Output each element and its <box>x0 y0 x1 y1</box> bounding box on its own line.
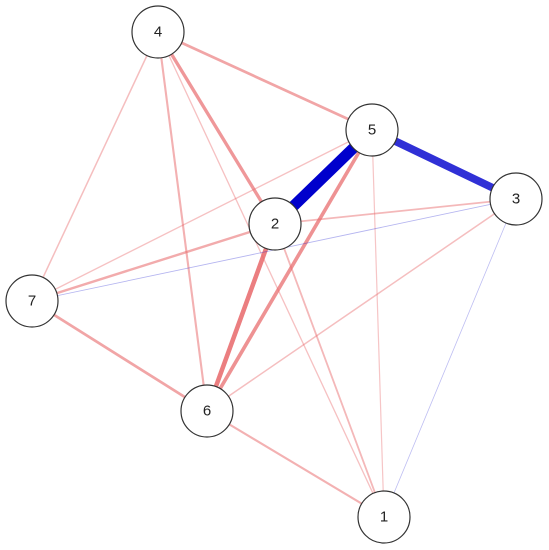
node-5[interactable]: 5 <box>345 103 399 157</box>
edge-4-2 <box>156 30 277 226</box>
node-6-circle <box>180 384 234 438</box>
edge-7-2 <box>30 222 277 303</box>
edge-6-1 <box>205 409 386 519</box>
node-3[interactable]: 3 <box>489 172 543 226</box>
edge-5-6 <box>205 128 374 413</box>
node-3-circle <box>489 172 543 226</box>
node-7-circle <box>5 274 59 328</box>
edge-6-3 <box>206 198 517 412</box>
node-4-label: 4 <box>154 24 162 41</box>
node-7[interactable]: 7 <box>5 274 59 328</box>
node-2-circle <box>248 197 302 251</box>
edge-2-1 <box>274 223 385 518</box>
node-1[interactable]: 1 <box>357 490 411 544</box>
node-6[interactable]: 6 <box>180 384 234 438</box>
nodes-layer: 1 2 3 4 5 6 7 <box>5 5 543 544</box>
node-7-label: 7 <box>28 293 36 310</box>
node-5-circle <box>345 103 399 157</box>
node-4[interactable]: 4 <box>131 5 185 59</box>
node-2-label: 2 <box>271 216 279 233</box>
edge-5-3 <box>368 126 520 203</box>
edge-4-1 <box>157 31 385 518</box>
node-2[interactable]: 2 <box>248 197 302 251</box>
edge-4-6 <box>156 30 209 413</box>
edge-4-5 <box>156 30 374 132</box>
edge-4-7 <box>31 31 159 302</box>
edge-5-1 <box>371 129 385 518</box>
edge-5-7 <box>31 129 373 302</box>
edge-7-6 <box>30 299 209 413</box>
edges-layer <box>30 30 520 519</box>
edge-2-6 <box>204 221 278 414</box>
node-3-label: 3 <box>512 191 520 208</box>
edge-2-3 <box>274 198 517 225</box>
edge-3-1 <box>383 198 517 518</box>
node-5-label: 5 <box>368 122 376 139</box>
node-1-circle <box>357 490 411 544</box>
node-4-circle <box>131 5 185 59</box>
node-1-label: 1 <box>380 509 388 526</box>
node-6-label: 6 <box>203 403 211 420</box>
